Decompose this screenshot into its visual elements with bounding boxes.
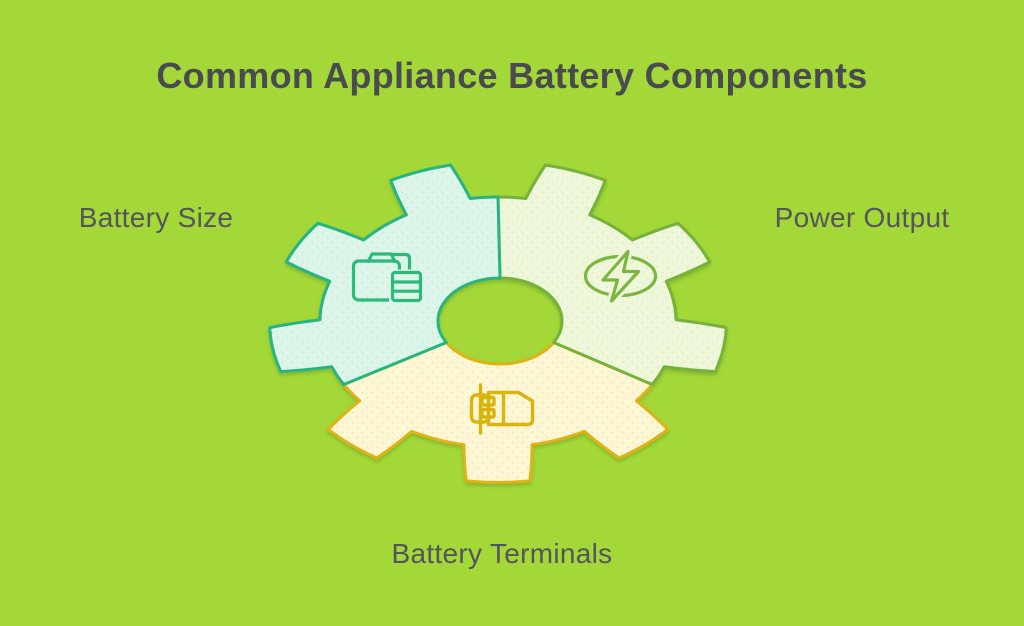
- label-battery-terminals: Battery Terminals: [391, 538, 613, 569]
- label-power-output: Power Output: [774, 202, 950, 233]
- battery-pack-icon: [351, 252, 424, 304]
- label-battery-size: Battery Size: [78, 202, 234, 233]
- gear-section-battery-terminals: [326, 341, 670, 484]
- gear-section-battery-size: [268, 163, 502, 386]
- battery-terminal-icon: [469, 383, 535, 435]
- lightning-bolt-icon: [583, 247, 658, 306]
- page-title: Common Appliance Battery Components: [156, 55, 868, 96]
